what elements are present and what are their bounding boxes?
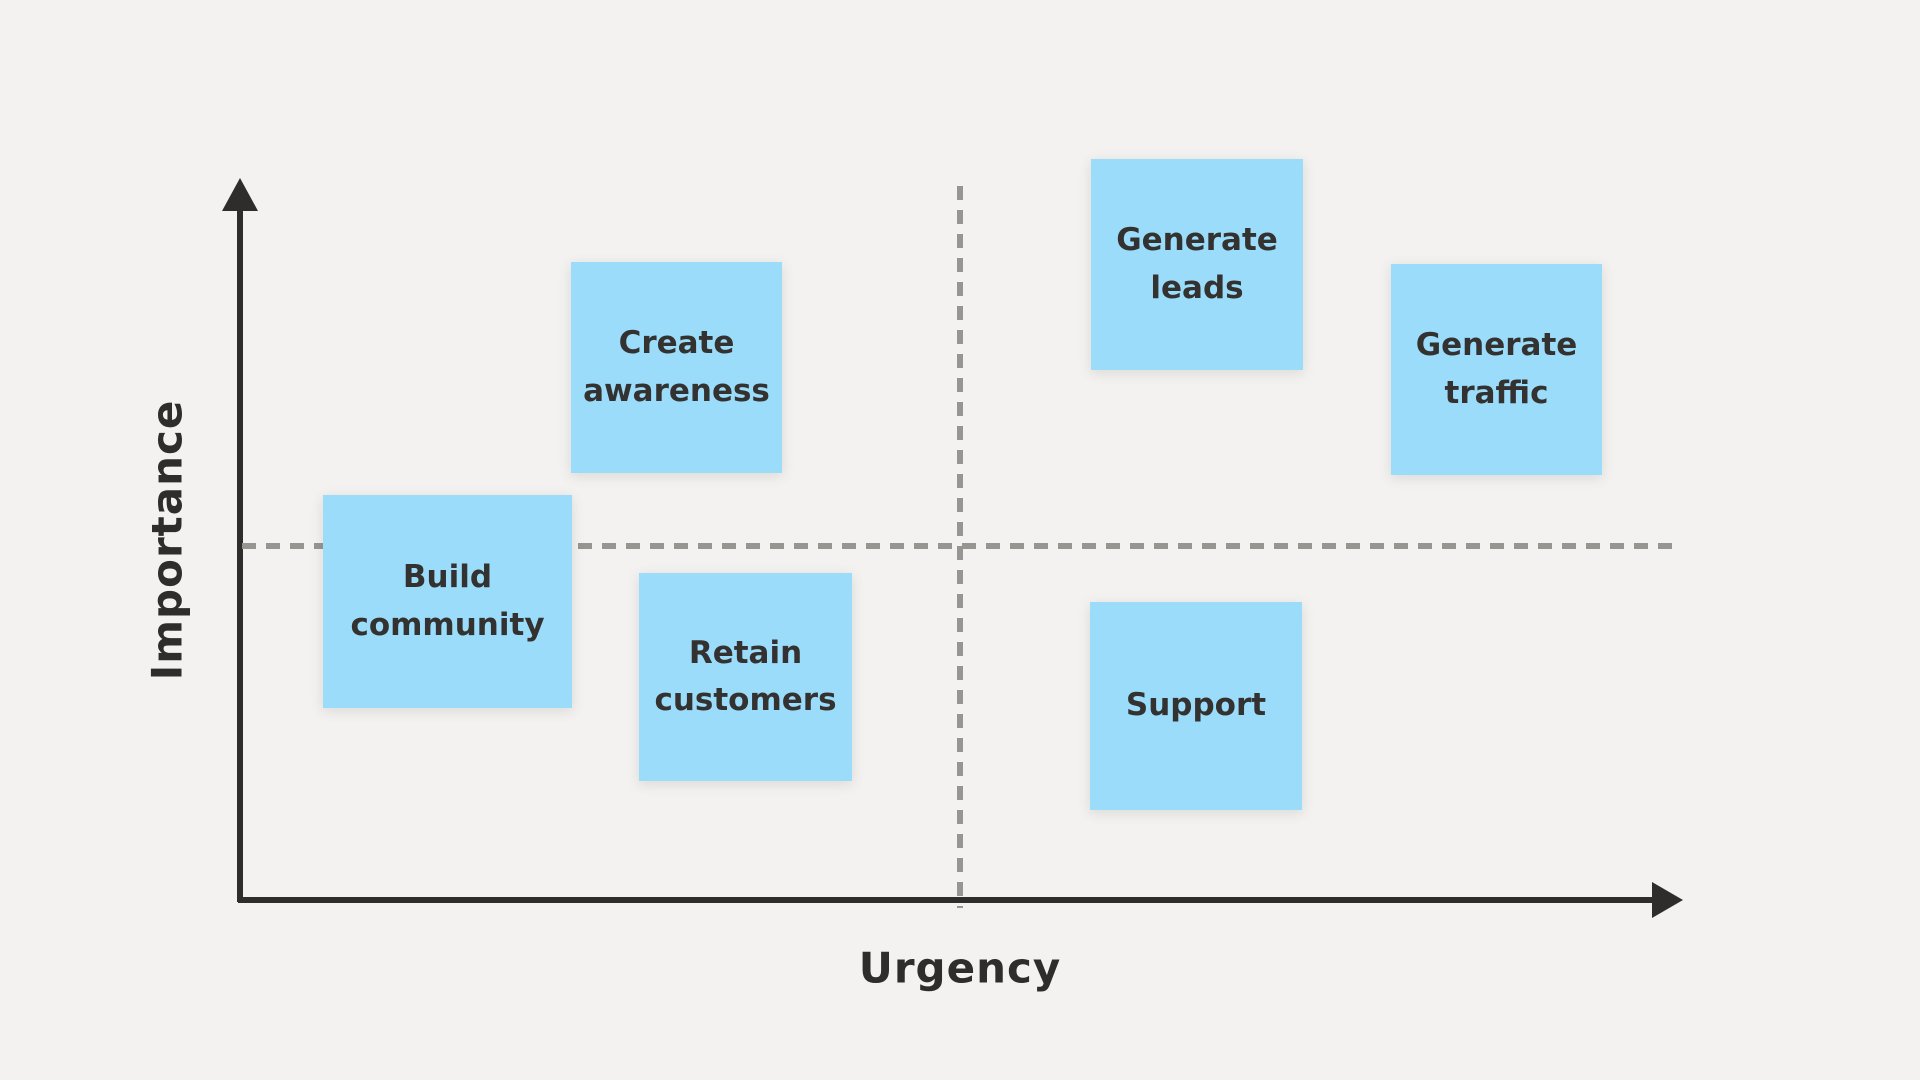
sticky-note-support[interactable]: Support xyxy=(1090,602,1302,810)
x-axis-line xyxy=(238,897,1654,903)
urgency-threshold-dashed-line xyxy=(957,186,963,908)
sticky-note-label: Create awareness xyxy=(583,325,770,409)
y-axis-label: Importance xyxy=(142,399,192,681)
sticky-note-label: Generate traffic xyxy=(1415,327,1578,411)
sticky-note-retain-customers[interactable]: Retain customers xyxy=(639,573,852,781)
y-axis-arrowhead-icon xyxy=(222,178,258,211)
sticky-note-build-community[interactable]: Build community xyxy=(323,495,572,708)
sticky-note-generate-traffic[interactable]: Generate traffic xyxy=(1391,264,1602,475)
sticky-note-label: Generate leads xyxy=(1116,222,1278,306)
sticky-note-label: Build community xyxy=(350,559,545,643)
x-axis-label: Urgency xyxy=(858,943,1062,993)
sticky-note-label: Support xyxy=(1125,687,1267,724)
sticky-note-label: Retain customers xyxy=(654,634,837,718)
y-axis-line xyxy=(237,200,243,902)
sticky-note-create-awareness[interactable]: Create awareness xyxy=(571,262,782,473)
x-axis-arrowhead-icon xyxy=(1652,882,1683,918)
sticky-note-generate-leads[interactable]: Generate leads xyxy=(1091,159,1303,370)
